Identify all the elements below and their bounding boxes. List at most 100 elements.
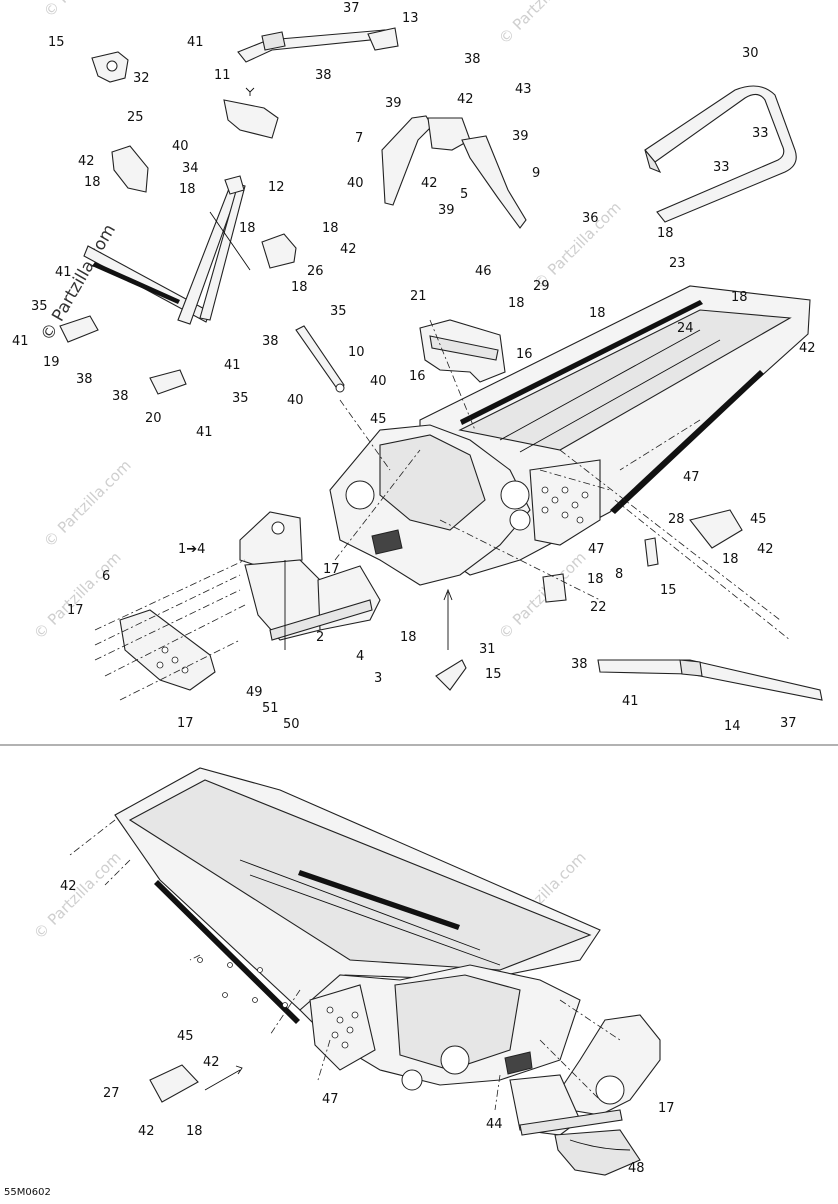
callout-18: 18 xyxy=(84,175,101,190)
part-20-bracket xyxy=(149,369,187,395)
callout-42: 42 xyxy=(757,542,774,557)
part-8-22-brackets xyxy=(542,537,659,603)
callout-41: 41 xyxy=(55,265,72,280)
part-6-side-plate xyxy=(119,609,216,691)
callout-48: 48 xyxy=(628,1161,645,1176)
callout-15: 15 xyxy=(485,667,502,682)
callout-16: 16 xyxy=(516,347,533,362)
callout-42: 42 xyxy=(421,176,438,191)
callout-30: 30 xyxy=(742,46,759,61)
callout-17: 17 xyxy=(658,1101,675,1116)
callout-42: 42 xyxy=(203,1055,220,1070)
callout-5: 5 xyxy=(460,187,468,202)
callout-36: 36 xyxy=(582,211,599,226)
callout-42: 42 xyxy=(78,154,95,169)
callout-13: 13 xyxy=(402,11,419,26)
part-11-bracket xyxy=(223,87,279,139)
callout-18: 18 xyxy=(731,290,748,305)
callout-37: 37 xyxy=(780,716,797,731)
callout-25: 25 xyxy=(127,110,144,125)
callout-38: 38 xyxy=(571,657,588,672)
leader-lines-top xyxy=(94,211,791,701)
callout-40: 40 xyxy=(172,139,189,154)
callout-18: 18 xyxy=(400,630,417,645)
callout-35: 35 xyxy=(232,391,249,406)
callout-45: 45 xyxy=(370,412,387,427)
callout-2: 2 xyxy=(316,630,324,645)
callout-37: 37 xyxy=(343,1,360,16)
callout-38: 38 xyxy=(315,68,332,83)
leader-lines-bottom xyxy=(69,819,621,1111)
callout-42: 42 xyxy=(138,1124,155,1139)
part-31-bracket xyxy=(435,659,467,691)
callout-24: 24 xyxy=(677,321,694,336)
callout-45: 45 xyxy=(750,512,767,527)
callout-19: 19 xyxy=(43,355,60,370)
callout-14: 14 xyxy=(724,719,741,734)
part-19-bracket xyxy=(59,315,99,343)
callout-40: 40 xyxy=(370,374,387,389)
callout-29: 29 xyxy=(533,279,550,294)
part-26-bracket xyxy=(261,233,297,269)
callout-39: 39 xyxy=(385,96,402,111)
callout-41: 41 xyxy=(622,694,639,709)
callout-47: 47 xyxy=(588,542,605,557)
callout-41: 41 xyxy=(12,334,29,349)
main-frame-bottom xyxy=(114,767,601,1091)
callout-45: 45 xyxy=(177,1029,194,1044)
callout-49: 49 xyxy=(246,685,263,700)
callout-47: 47 xyxy=(683,470,700,485)
part-21-bracket xyxy=(419,319,506,383)
callout-44: 44 xyxy=(486,1117,503,1132)
callout-40: 40 xyxy=(347,176,364,191)
callout-31: 31 xyxy=(479,642,496,657)
watermark: © Partzilla.com xyxy=(30,548,125,643)
part-17-bracket-bottom xyxy=(509,1014,661,1136)
callout-51: 51 xyxy=(262,701,279,716)
callout-18: 18 xyxy=(322,221,339,236)
part-10-rod xyxy=(295,325,345,393)
callout-4: 4 xyxy=(356,649,364,664)
callout-23: 23 xyxy=(669,256,686,271)
callout-8: 8 xyxy=(615,567,623,582)
callout-17: 17 xyxy=(177,716,194,731)
callout-47: 47 xyxy=(322,1092,339,1107)
callout-12: 12 xyxy=(268,180,285,195)
callout-20: 20 xyxy=(145,411,162,426)
callout-42: 42 xyxy=(457,92,474,107)
callout-40: 40 xyxy=(287,393,304,408)
drawing-code: 55M0602 xyxy=(4,1187,51,1198)
callout-38: 38 xyxy=(262,334,279,349)
callout-38: 38 xyxy=(112,389,129,404)
callout-42: 42 xyxy=(799,341,816,356)
callout-41: 41 xyxy=(196,425,213,440)
callout-7: 7 xyxy=(355,131,363,146)
callout-10: 10 xyxy=(348,345,365,360)
callout-33: 33 xyxy=(752,126,769,141)
callout-15: 15 xyxy=(660,583,677,598)
main-frame-top xyxy=(329,285,811,586)
callout-38: 38 xyxy=(76,372,93,387)
callout-41: 41 xyxy=(187,35,204,50)
part-32-bracket xyxy=(91,51,129,83)
watermark: © Partzilla.com xyxy=(30,848,125,943)
callout-42: 42 xyxy=(60,879,77,894)
callout-42: 42 xyxy=(340,242,357,257)
callout-18: 18 xyxy=(179,182,196,197)
part-48-skid-shield xyxy=(554,1129,641,1176)
watermark: © Partzilla.com xyxy=(40,0,135,21)
watermark: © Partzilla.com xyxy=(495,0,590,48)
callout-3: 3 xyxy=(374,671,382,686)
callout-18: 18 xyxy=(291,280,308,295)
callout-21: 21 xyxy=(410,289,427,304)
callout-16: 16 xyxy=(409,369,426,384)
callout-18: 18 xyxy=(587,572,604,587)
callout-28: 28 xyxy=(668,512,685,527)
callout-43: 43 xyxy=(515,82,532,97)
part-13-steering-bar xyxy=(237,27,399,63)
callout-18: 18 xyxy=(722,552,739,567)
callout-14: 1➔4 xyxy=(178,542,205,557)
